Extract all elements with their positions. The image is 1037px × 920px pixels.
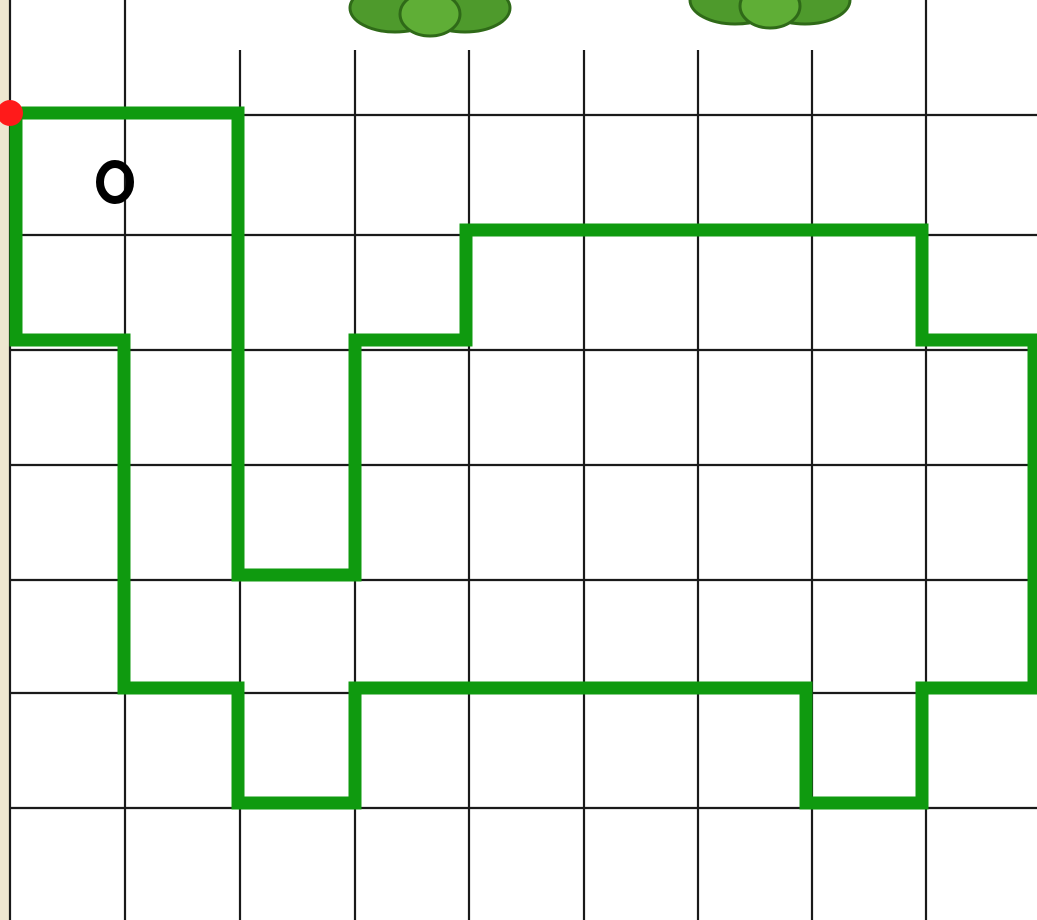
cactus-icon	[350, 0, 510, 36]
top-decoration-strip	[155, 0, 900, 48]
left-border-strip	[0, 0, 10, 920]
grid-background	[10, 0, 1037, 920]
cactus-lobe	[400, 0, 460, 36]
